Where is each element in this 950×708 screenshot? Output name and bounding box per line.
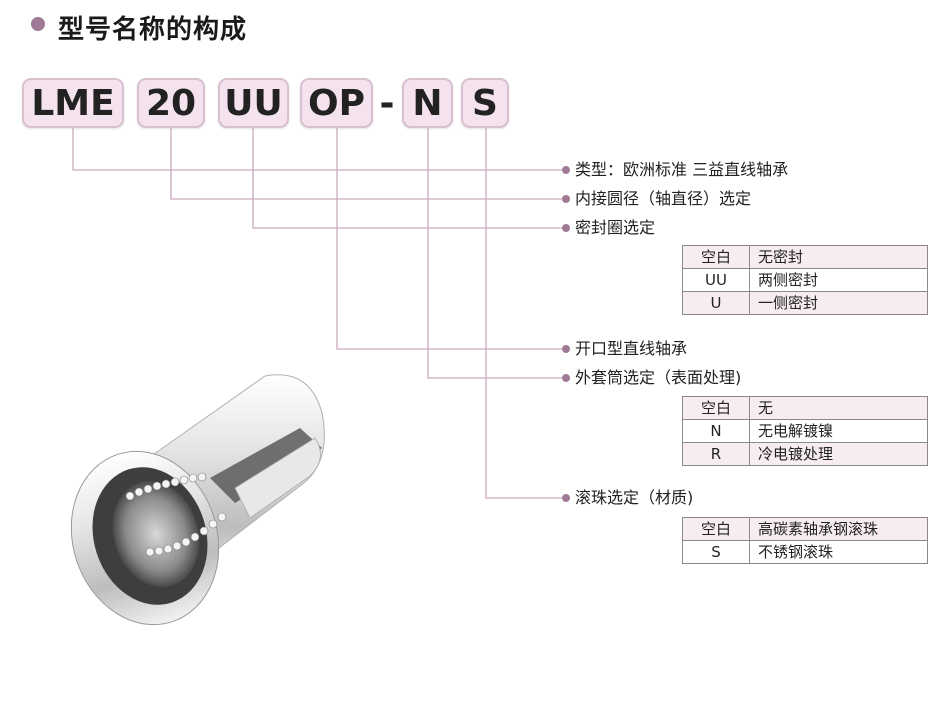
table-cell: 空白 [682, 517, 750, 541]
table-row: 空白 高碳素轴承钢滚珠 [682, 517, 928, 541]
table-cell: 冷电镀处理 [749, 442, 928, 466]
table-cell: U [682, 291, 750, 315]
sleeve-options-table: 空白 无 N 无电解镀镍 R 冷电镀处理 [682, 396, 928, 466]
code-part-lme: LME [22, 78, 124, 128]
table-cell: 无密封 [749, 245, 928, 269]
code-part-open: OP [300, 78, 373, 128]
table-row: R 冷电镀处理 [682, 442, 928, 466]
table-row: N 无电解镀镍 [682, 419, 928, 443]
label-bore-size: 内接圆径（轴直径）选定 [575, 189, 752, 208]
label-sleeve: 外套筒选定（表面处理) [575, 368, 742, 387]
table-cell: 高碳素轴承钢滚珠 [749, 517, 928, 541]
table-cell: S [682, 540, 750, 564]
table-cell: 无电解镀镍 [749, 419, 928, 443]
table-cell: R [682, 442, 750, 466]
table-cell: 一侧密封 [749, 291, 928, 315]
table-row: 空白 无密封 [682, 245, 928, 269]
table-row: S 不锈钢滚珠 [682, 540, 928, 564]
table-cell: UU [682, 268, 750, 292]
title-bullet-icon [31, 17, 45, 31]
table-cell: 不锈钢滚珠 [749, 540, 928, 564]
table-cell: 空白 [682, 396, 750, 420]
label-open-type: 开口型直线轴承 [575, 339, 688, 358]
page-title: 型号名称的构成 [58, 15, 248, 45]
label-seal: 密封圈选定 [575, 218, 656, 237]
table-cell: 两侧密封 [749, 268, 928, 292]
linear-bearing-illustration [70, 374, 325, 626]
table-cell: 空白 [682, 245, 750, 269]
seal-options-table: 空白 无密封 UU 两侧密封 U 一侧密封 [682, 245, 928, 315]
code-part-size: 20 [137, 78, 205, 128]
label-type: 类型：欧洲标准 三益直线轴承 [575, 160, 789, 179]
code-part-ball: S [461, 78, 509, 128]
table-row: 空白 无 [682, 396, 928, 420]
label-ball: 滚珠选定（材质) [575, 488, 694, 507]
code-part-sleeve: N [402, 78, 453, 128]
code-separator: - [379, 82, 395, 124]
table-cell: 无 [749, 396, 928, 420]
table-row: U 一侧密封 [682, 291, 928, 315]
code-part-seal: UU [218, 78, 289, 128]
table-cell: N [682, 419, 750, 443]
ball-options-table: 空白 高碳素轴承钢滚珠 S 不锈钢滚珠 [682, 517, 928, 564]
table-row: UU 两侧密封 [682, 268, 928, 292]
